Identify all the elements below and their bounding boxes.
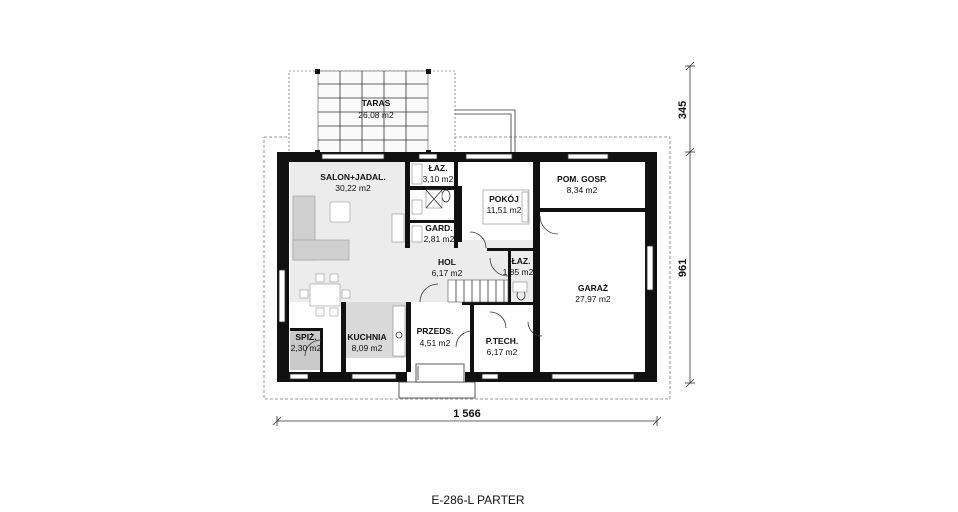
window: [481, 373, 499, 380]
door-swings: [304, 215, 559, 357]
stairs: [447, 279, 509, 303]
entrance: [398, 363, 476, 399]
room-area-ptech: 6,17 m2: [487, 347, 518, 357]
depth-dimension: 345 961: [677, 61, 695, 388]
room-name-laz2: ŁAZ.: [512, 256, 531, 266]
depth-dimension-text: 961: [677, 259, 689, 277]
room-area-gard: 2,81 m2: [424, 234, 455, 244]
room-area-taras: 26,08 m2: [358, 110, 394, 120]
room-area-pom: 8,34 m2: [567, 185, 598, 195]
room-name-salon: SALON+JADAL.: [320, 172, 385, 182]
site-outline: [263, 136, 671, 400]
room-name-przeds: PRZEDS.: [417, 326, 454, 336]
width-dimension: 1 566: [272, 408, 662, 426]
room-area-pokoj: 11,51 m2: [487, 205, 522, 215]
window: [278, 269, 286, 323]
room-name-ptech: P.TECH.: [486, 336, 518, 346]
room-name-pom: POM. GOSP.: [557, 174, 607, 184]
room-name-kuchnia: KUCHNIA: [347, 332, 386, 342]
room-area-spiz: 2,30 m2: [291, 343, 322, 353]
room-name-pokoj: POKÓJ: [489, 193, 519, 204]
room-name-spiz: SPIŻ.: [295, 332, 316, 342]
room-name-laz1: ŁAZ.: [429, 163, 448, 173]
window: [418, 153, 438, 160]
drawing-title: E-286-L PARTER: [431, 493, 524, 507]
window: [321, 153, 385, 160]
interior-walls: [290, 162, 645, 372]
window: [465, 153, 513, 160]
room-area-przeds: 4,51 m2: [420, 338, 451, 348]
window: [567, 153, 609, 160]
room-area-laz2: 1,85 m2: [503, 267, 534, 277]
window: [646, 245, 654, 291]
room-name-hol: HOL: [438, 257, 456, 267]
width-dimension-text: 1 566: [453, 408, 481, 420]
garage-door: [551, 373, 635, 380]
dining-table: [299, 273, 351, 317]
terrace-depth-text: 345: [677, 101, 689, 119]
window: [351, 373, 397, 380]
room-area-hol: 6,17 m2: [432, 268, 463, 278]
terrace: [288, 69, 516, 156]
window: [289, 373, 309, 380]
room-area-salon: 30,22 m2: [335, 183, 371, 193]
wardrobe: [391, 213, 405, 243]
room-area-laz1: 3,10 m2: [423, 174, 454, 184]
room-name-taras: TARAS: [362, 98, 391, 108]
bathroom-fixtures: [411, 163, 528, 301]
room-area-kuchnia: 8,09 m2: [352, 343, 383, 353]
room-name-gard: GARD.: [425, 223, 452, 233]
kitchen-counter: [392, 305, 406, 357]
room-labels: TARAS 26,08 m2 SALON+JADAL. 30,22 m2 ŁAZ…: [291, 98, 611, 357]
room-name-garaz: GARAŻ: [578, 283, 608, 293]
bed: [482, 189, 530, 225]
room-area-garaz: 27,97 m2: [575, 294, 611, 304]
sofa: [292, 195, 351, 261]
